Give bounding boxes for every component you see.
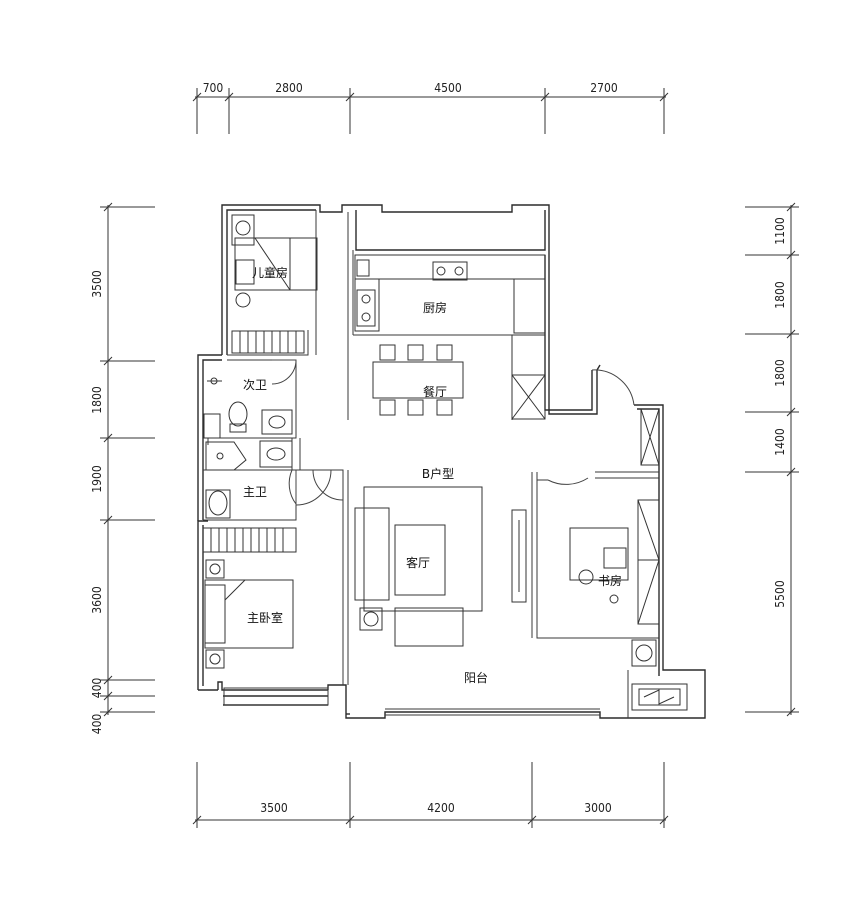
right-dim-1: 1100 bbox=[773, 217, 787, 245]
right-dim-4: 1400 bbox=[773, 428, 787, 456]
bottom-dimension-line: 3500 4200 3000 bbox=[192, 762, 669, 828]
bottom-dim-3: 3000 bbox=[584, 801, 612, 815]
right-dim-3: 1800 bbox=[773, 359, 787, 387]
top-dim-3: 4500 bbox=[434, 81, 462, 95]
top-dimension-line: 700 2800 4500 2700 bbox=[192, 81, 669, 134]
label-study: 书房 bbox=[598, 573, 622, 588]
top-dim-1: 700 bbox=[203, 81, 224, 95]
wardrobe-lines-master bbox=[210, 528, 284, 552]
doors bbox=[271, 359, 635, 506]
label-balcony: 阳台 bbox=[464, 670, 488, 685]
fixtures bbox=[202, 214, 688, 711]
room-labels: 儿童房 厨房 餐厅 次卫 主卫 B户型 客厅 书房 主卧室 阳台 bbox=[243, 265, 622, 685]
label-master-bath: 主卫 bbox=[243, 485, 267, 499]
label-children-room: 儿童房 bbox=[252, 265, 288, 280]
left-dim-2: 1800 bbox=[90, 386, 104, 414]
label-dining: 餐厅 bbox=[423, 384, 447, 399]
exterior-walls bbox=[197, 204, 706, 719]
label-master-bedroom: 主卧室 bbox=[247, 610, 283, 625]
left-dim-3: 1900 bbox=[90, 465, 104, 493]
wardrobe-lines-children bbox=[239, 331, 297, 353]
left-dim-6: 400 bbox=[90, 714, 104, 735]
left-dim-1: 3500 bbox=[90, 270, 104, 298]
interior-walls bbox=[203, 210, 659, 718]
right-dim-5: 5500 bbox=[773, 580, 787, 608]
left-dim-5: 400 bbox=[90, 678, 104, 699]
right-dimension-line: 1100 1800 1800 1400 5500 bbox=[745, 202, 799, 717]
top-dim-2: 2800 bbox=[275, 81, 303, 95]
label-living: 客厅 bbox=[406, 555, 430, 570]
top-dim-4: 2700 bbox=[590, 81, 618, 95]
windows bbox=[223, 687, 600, 716]
label-unit-type: B户型 bbox=[422, 466, 454, 481]
bottom-dim-1: 3500 bbox=[260, 801, 288, 815]
right-dim-2: 1800 bbox=[773, 281, 787, 309]
label-second-bath: 次卫 bbox=[243, 378, 267, 392]
label-kitchen: 厨房 bbox=[423, 300, 447, 315]
bottom-dim-2: 4200 bbox=[427, 801, 455, 815]
left-dimension-line: 3500 1800 1900 3600 400 400 bbox=[90, 202, 155, 735]
left-dim-4: 3600 bbox=[90, 586, 104, 614]
